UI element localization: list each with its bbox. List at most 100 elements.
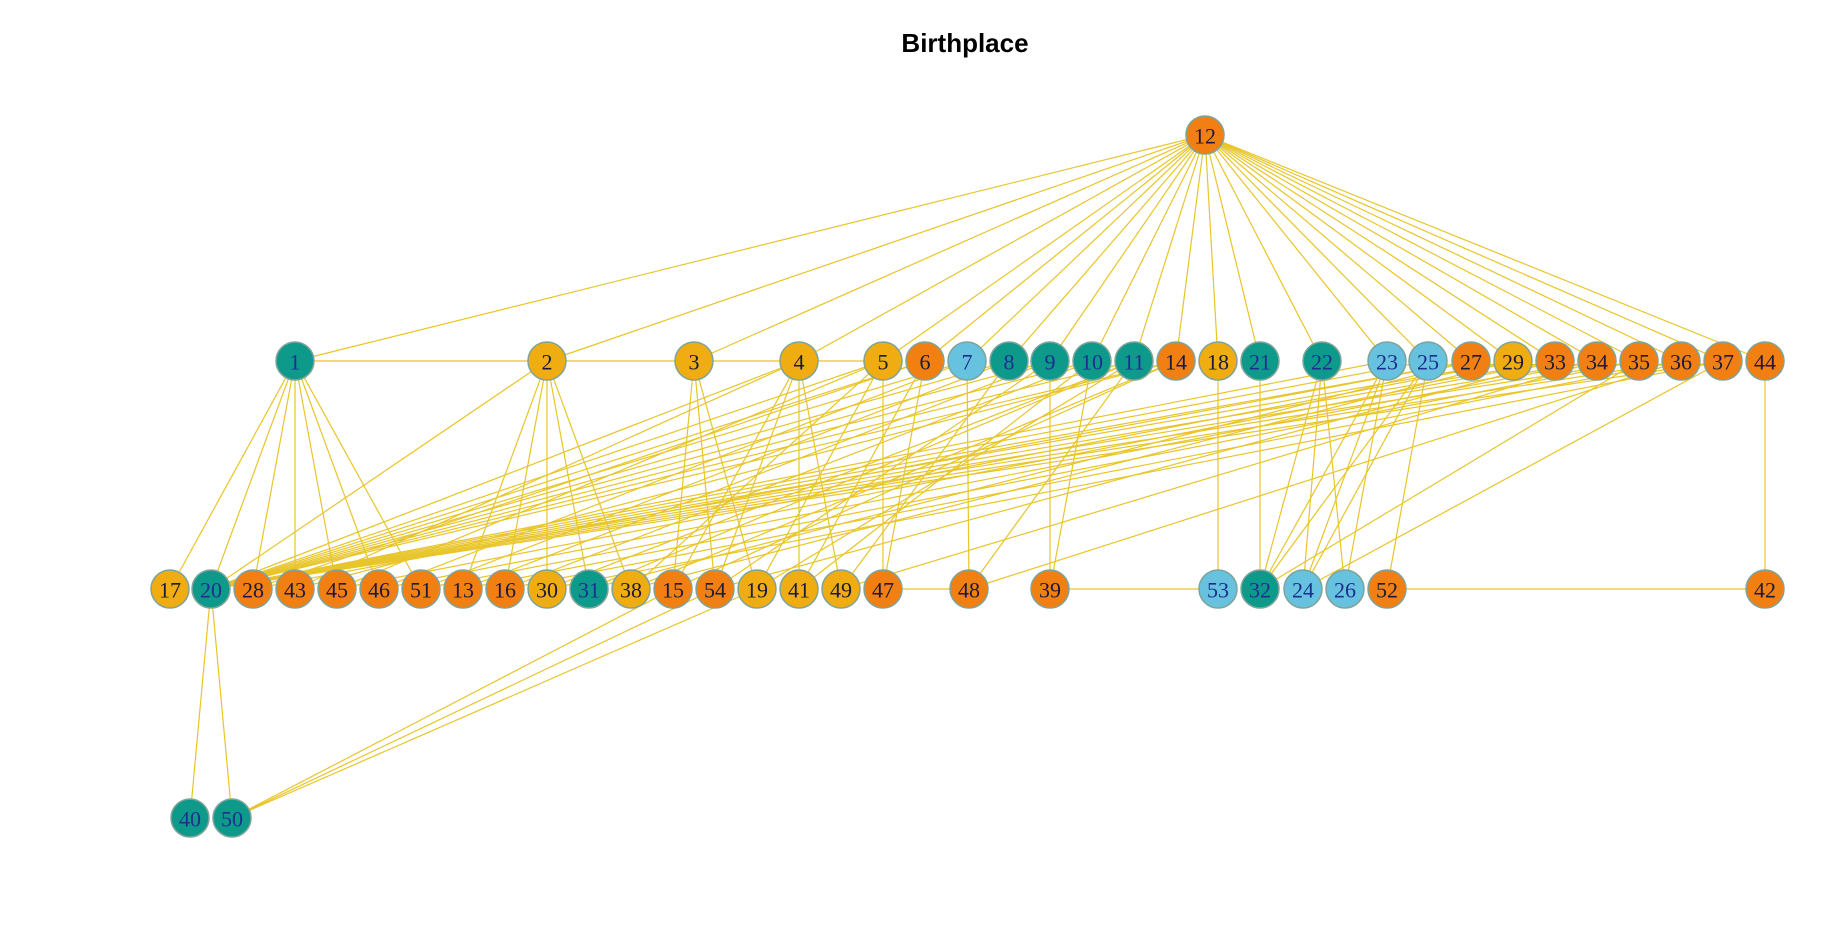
edge-12-10 (1091, 134, 1206, 362)
node-circle (212, 798, 252, 838)
node-label: 26 (1334, 578, 1356, 603)
node-circle (1030, 341, 1070, 381)
node-label: 7 (962, 350, 973, 375)
node-label: 39 (1039, 578, 1061, 603)
node-label: 42 (1754, 578, 1776, 603)
edge-50-15 (231, 588, 674, 819)
node-label: 15 (662, 578, 684, 603)
node-52: 52 (1367, 569, 1407, 609)
edge-7-20 (210, 360, 968, 590)
node-label: 20 (200, 578, 222, 603)
node-29: 29 (1493, 341, 1533, 381)
node-label: 47 (872, 578, 894, 603)
node-label: 14 (1165, 350, 1187, 375)
node-40: 40 (170, 798, 210, 838)
node-circle (1156, 341, 1196, 381)
node-4: 4 (779, 341, 819, 381)
node-50: 50 (212, 798, 252, 838)
edge-37-30 (546, 360, 1724, 590)
edge-3-19 (693, 360, 758, 590)
edge-9-20 (210, 360, 1051, 590)
edge-12-11 (1133, 134, 1206, 362)
node-label: 1 (290, 350, 301, 375)
node-11: 11 (1114, 341, 1154, 381)
node-label: 10 (1081, 350, 1103, 375)
node-label: 54 (704, 578, 726, 603)
node-13: 13 (443, 569, 483, 609)
edge-12-2 (546, 134, 1206, 362)
edge-3-15 (672, 360, 695, 590)
node-circle (905, 341, 945, 381)
node-label: 3 (689, 350, 700, 375)
node-circle (401, 569, 441, 609)
edge-1-20 (210, 360, 296, 590)
edge-1-28 (252, 360, 296, 590)
node-label: 12 (1194, 124, 1216, 149)
node-circle (1072, 341, 1112, 381)
node-circle (1451, 341, 1491, 381)
edge-12-37 (1204, 134, 1724, 362)
node-5: 5 (863, 341, 903, 381)
node-14: 14 (1156, 341, 1196, 381)
edge-12-25 (1204, 134, 1429, 362)
node-17: 17 (150, 569, 190, 609)
node-label: 41 (788, 578, 810, 603)
node-circle (275, 341, 315, 381)
node-circle (1198, 341, 1238, 381)
edge-34-20 (210, 360, 1598, 590)
node-15: 15 (653, 569, 693, 609)
node-label: 16 (494, 578, 516, 603)
node-27: 27 (1451, 341, 1491, 381)
edge-12-8 (1008, 134, 1206, 362)
node-34: 34 (1577, 341, 1617, 381)
node-label: 31 (578, 578, 600, 603)
node-label: 30 (536, 578, 558, 603)
node-circle (317, 569, 357, 609)
node-10: 10 (1072, 341, 1112, 381)
node-36: 36 (1661, 341, 1701, 381)
node-label: 35 (1628, 350, 1650, 375)
node-label: 5 (878, 350, 889, 375)
edge-35-20 (210, 360, 1640, 590)
node-6: 6 (905, 341, 945, 381)
node-circle (779, 569, 819, 609)
node-circle (1325, 569, 1365, 609)
node-circle (1745, 569, 1785, 609)
edge-23-20 (210, 360, 1388, 590)
edge-8-20 (210, 360, 1010, 590)
node-46: 46 (359, 569, 399, 609)
edge-10-20 (210, 360, 1093, 590)
node-circle (1619, 341, 1659, 381)
node-circle (485, 569, 525, 609)
node-circle (527, 569, 567, 609)
edge-11-20 (210, 360, 1135, 590)
node-37: 37 (1703, 341, 1743, 381)
edge-36-16 (504, 360, 1682, 590)
node-label: 44 (1754, 350, 1776, 375)
node-circle (1493, 341, 1533, 381)
node-45: 45 (317, 569, 357, 609)
node-circle (527, 341, 567, 381)
edge-27-20 (210, 360, 1472, 590)
node-label: 25 (1417, 350, 1439, 375)
edge-1-51 (294, 360, 422, 590)
edge-12-34 (1204, 134, 1598, 362)
node-39: 39 (1030, 569, 1070, 609)
edge-37-24 (1302, 360, 1724, 590)
node-label: 37 (1712, 350, 1734, 375)
edge-29-20 (210, 360, 1514, 590)
node-label: 24 (1292, 578, 1314, 603)
node-circle (150, 569, 190, 609)
edge-12-27 (1204, 134, 1472, 362)
edge-12-9 (1049, 134, 1206, 362)
edge-12-29 (1204, 134, 1514, 362)
node-7: 7 (947, 341, 987, 381)
node-circle (947, 341, 987, 381)
node-label: 9 (1045, 350, 1056, 375)
edge-12-6 (924, 134, 1206, 362)
node-label: 33 (1544, 350, 1566, 375)
node-20: 20 (191, 569, 231, 609)
node-26: 26 (1325, 569, 1365, 609)
edge-20-50 (210, 588, 233, 819)
